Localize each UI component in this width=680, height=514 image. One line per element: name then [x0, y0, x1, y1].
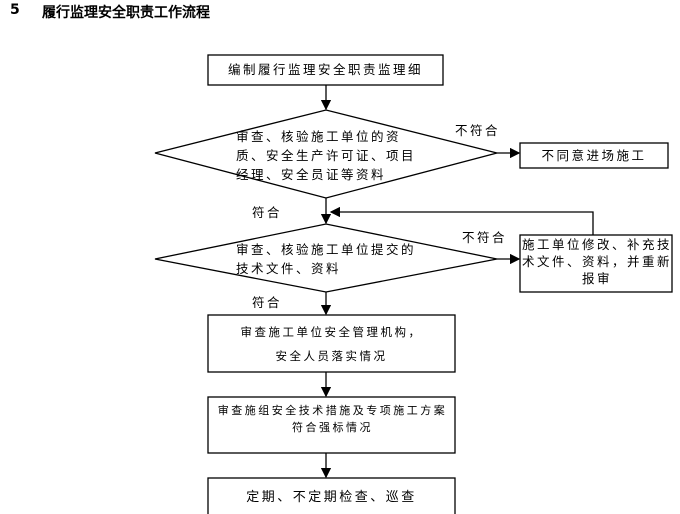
box-revise	[519, 234, 673, 293]
page-title: 履行监理安全职责工作流程	[42, 5, 210, 21]
label-fail-1: 不符合	[455, 123, 501, 138]
node-decision-1: 审查、核验施工单位的资质、安全生产许可证、项目经理、安全员证等资料	[236, 129, 417, 182]
label-pass-1: 符合	[252, 205, 283, 220]
box-reject-entry	[519, 142, 669, 169]
node-safety-org-2: 安全人员落实情况	[275, 349, 388, 363]
node-compile: 编制履行监理安全职责监理细	[227, 62, 423, 77]
node-safety-measures: 审查施组安全技术措施及专项施工方案符合强标情况	[217, 404, 448, 434]
node-revise: 施工单位修改、补充技术文件、资料，并重新报审	[522, 237, 673, 286]
node-inspection: 定期、不定期检查、巡查	[246, 490, 417, 505]
box-safety-org	[207, 314, 456, 373]
label-fail-2: 不符合	[462, 230, 508, 245]
box-safety-measures	[207, 396, 456, 454]
section-number: 5	[10, 2, 20, 18]
node-safety-org-1: 审查施工单位安全管理机构，	[240, 325, 423, 339]
label-pass-2: 符合	[252, 295, 283, 310]
box-inspection	[207, 477, 456, 514]
node-reject-entry: 不同意进场施工	[541, 148, 647, 163]
node-decision-2: 审查、核验施工单位提交的技术文件、资料	[236, 242, 417, 276]
